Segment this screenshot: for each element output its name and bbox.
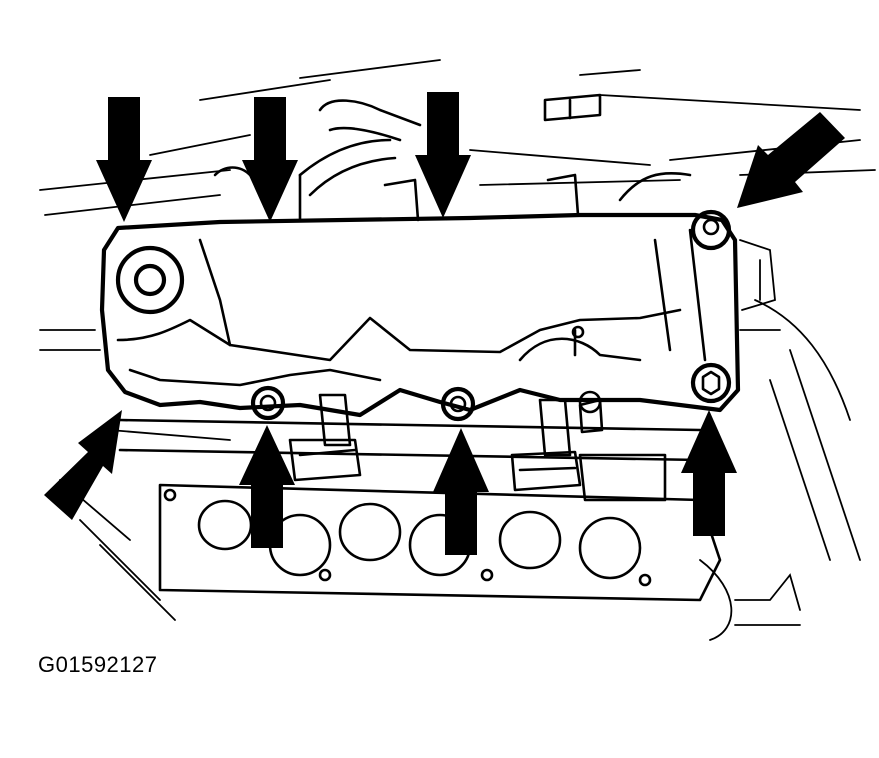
arrow-up-3 xyxy=(681,410,737,536)
nut-left-bottom xyxy=(250,385,286,421)
nut-right-bottom xyxy=(690,362,732,404)
arrow-down-1 xyxy=(96,97,152,222)
arrow-up-2 xyxy=(433,428,489,555)
arrow-down-2 xyxy=(242,97,298,222)
nut-center-bottom xyxy=(440,386,476,422)
figure-code: G01592127 xyxy=(38,652,158,677)
arrow-down-3 xyxy=(415,92,471,218)
stud-right-top xyxy=(690,209,732,251)
engine-cover xyxy=(99,212,741,418)
arrow-up-1 xyxy=(239,425,295,548)
arrow-diag-bottom-left xyxy=(44,410,122,520)
fasteners xyxy=(115,209,732,434)
bolt-boss-left xyxy=(115,245,185,315)
callout-arrows xyxy=(44,92,845,555)
background-engine-lines xyxy=(39,59,876,621)
fuel-rail-injectors xyxy=(118,393,702,502)
arrow-diag-top-right xyxy=(737,112,845,208)
